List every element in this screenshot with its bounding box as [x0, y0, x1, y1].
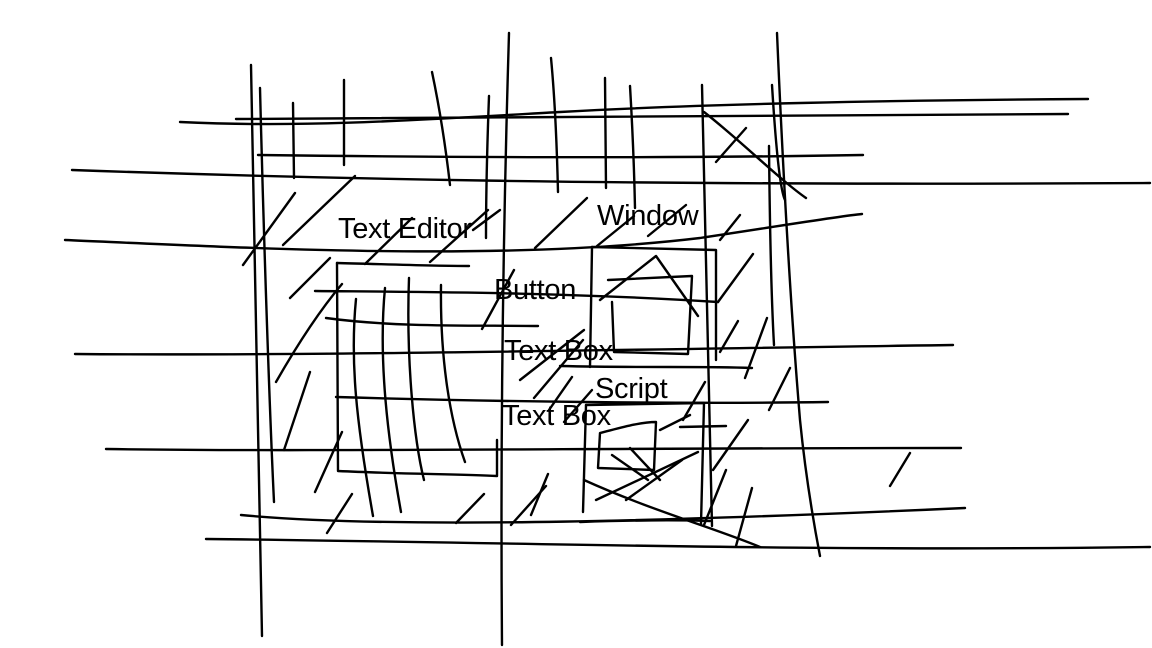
label-text-box-1: Text Box [504, 335, 613, 367]
horizontal-strokes [63, 97, 1152, 550]
vertical-strokes [249, 31, 822, 647]
window-box [588, 245, 718, 369]
corner-x-mark [702, 110, 808, 200]
label-script: Script [595, 373, 668, 405]
label-window: Window [597, 200, 699, 232]
text-editor-box [335, 261, 499, 518]
label-text-box-2: Text Box [502, 400, 611, 432]
label-text-editor: Text Editor [338, 213, 472, 245]
script-box [581, 401, 762, 549]
hatch-strokes [241, 174, 912, 548]
label-button: Button [494, 274, 577, 306]
